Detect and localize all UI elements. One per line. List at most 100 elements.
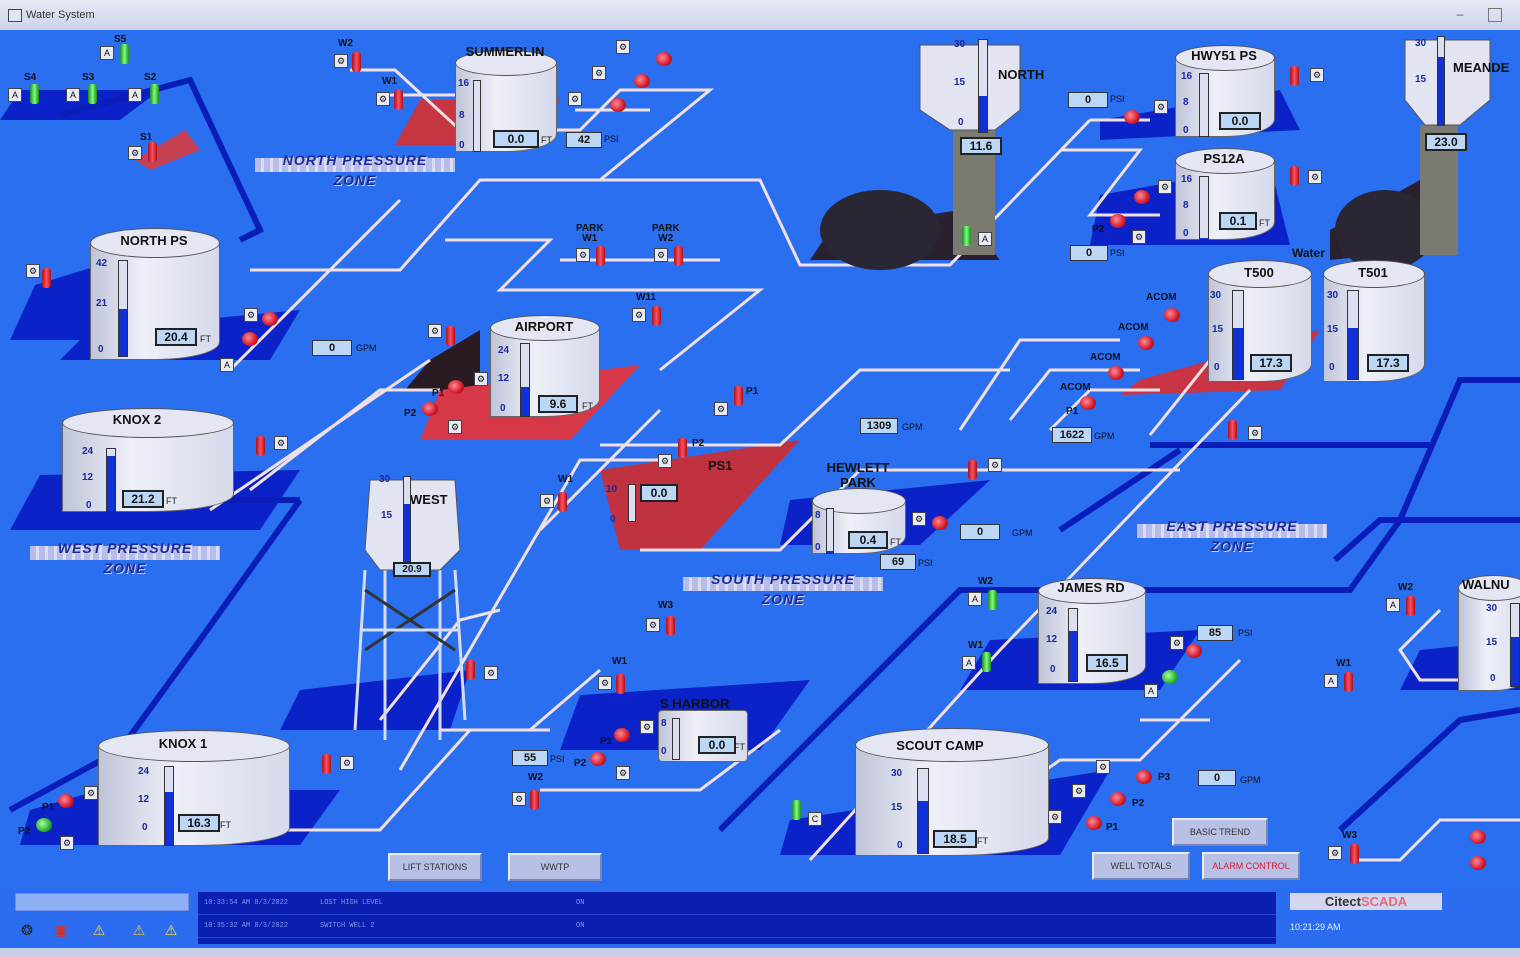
warning-icon[interactable]: ⚠	[92, 922, 106, 938]
summerlin-pump-3-icon[interactable]	[656, 52, 672, 66]
gear-control[interactable]: ⚙	[244, 308, 258, 322]
acom-pump-1-icon[interactable]	[1080, 396, 1096, 410]
gear-control[interactable]: ⚙	[1072, 784, 1086, 798]
s-harbor-pump-2-icon[interactable]	[590, 752, 606, 766]
james-rd-w1-valve-icon[interactable]	[982, 652, 991, 672]
scout-camp-valve-icon[interactable]	[792, 800, 801, 820]
scout-camp-pump-2-icon[interactable]	[1110, 792, 1126, 806]
ps1-p1-icon[interactable]	[734, 386, 743, 406]
summerlin-pump-2-icon[interactable]	[634, 74, 650, 88]
auto-mode-toggle[interactable]: A	[66, 88, 80, 102]
north-ps-pump-2-icon[interactable]	[242, 332, 258, 346]
airport-well-valve-icon[interactable]	[446, 326, 455, 346]
auto-mode-toggle[interactable]: A	[978, 232, 992, 246]
alarm-row[interactable]: 10:33:54 AM 8/3/2022 LOST HIGH LEVEL ON	[198, 892, 1276, 915]
knox1-pump-2-icon[interactable]	[36, 818, 52, 832]
gear-control[interactable]: ⚙	[616, 40, 630, 54]
knox2-valve-icon[interactable]	[256, 436, 265, 456]
knox1-pump-1-icon[interactable]	[58, 794, 74, 808]
minimize-button[interactable]: –	[1456, 7, 1464, 21]
w11-valve-icon[interactable]	[652, 306, 661, 326]
s-harbor-pump-1-icon[interactable]	[614, 728, 630, 742]
auto-mode-toggle[interactable]: A	[100, 46, 114, 60]
gear-control[interactable]: ⚙	[988, 458, 1002, 472]
gear-control[interactable]: ⚙	[428, 324, 442, 338]
auto-mode-toggle[interactable]: A	[220, 358, 234, 372]
alarm-icon[interactable]: ⚠	[164, 922, 178, 938]
well-s5-valve-icon[interactable]	[120, 44, 129, 64]
gear-control[interactable]: ⚙	[1328, 846, 1342, 860]
well-totals-button[interactable]: WELL TOTALS	[1092, 852, 1190, 880]
auto-mode-toggle[interactable]: A	[1324, 674, 1338, 688]
gear-control[interactable]: ⚙	[598, 676, 612, 690]
acom-pump-3-icon[interactable]	[1138, 336, 1154, 350]
ps1-p2-icon[interactable]	[678, 438, 687, 458]
alarm-row[interactable]: 10:35:32 AM 8/3/2022 SWITCH WELL 2 ON	[198, 915, 1276, 938]
james-rd-pump-2-icon[interactable]	[1162, 670, 1178, 684]
gear-control[interactable]: ⚙	[616, 766, 630, 780]
gear-control[interactable]: ⚙	[1310, 68, 1324, 82]
north-ps-well-valve-icon[interactable]	[42, 268, 51, 288]
gear-control[interactable]: ⚙	[484, 666, 498, 680]
gear-control[interactable]: ⚙	[474, 372, 488, 386]
airport-pump-2-icon[interactable]	[422, 402, 438, 416]
airport-pump-1-icon[interactable]	[448, 380, 464, 394]
gear-control[interactable]: ⚙	[1308, 170, 1322, 184]
auto-mode-toggle[interactable]: A	[968, 592, 982, 606]
well-s2-valve-icon[interactable]	[150, 84, 159, 104]
hewlett-valve-icon[interactable]	[968, 460, 977, 480]
scout-camp-pump-1-icon[interactable]	[1086, 816, 1102, 830]
gear-control[interactable]: ⚙	[654, 248, 668, 262]
acom-pump-2-icon[interactable]	[1108, 366, 1124, 380]
lift-stations-button[interactable]: LIFT STATIONS	[388, 853, 482, 881]
main-line-valve-icon[interactable]	[1228, 420, 1237, 440]
gear-control[interactable]: ⚙	[1096, 760, 1110, 774]
gear-control[interactable]: ⚙	[448, 420, 462, 434]
summerlin-w2-valve-icon[interactable]	[352, 52, 361, 72]
acom-pump-4-icon[interactable]	[1164, 308, 1180, 322]
gear-control[interactable]: ⚙	[576, 248, 590, 262]
well-s4-valve-icon[interactable]	[30, 84, 39, 104]
alarm-control-button[interactable]: ALARM CONTROL	[1202, 852, 1300, 880]
help-icon[interactable]: ❂	[21, 922, 33, 938]
gear-control[interactable]: ⚙	[540, 494, 554, 508]
maximize-button[interactable]	[1488, 8, 1502, 22]
gear-control[interactable]: ⚙	[646, 618, 660, 632]
summerlin-pump-1-icon[interactable]	[610, 98, 626, 112]
gear-control[interactable]: ⚙	[568, 92, 582, 106]
wwtp-button[interactable]: WWTP	[508, 853, 602, 881]
pump-icon[interactable]	[1470, 830, 1486, 844]
gear-control[interactable]: ⚙	[640, 720, 654, 734]
auto-mode-toggle[interactable]: A	[1386, 598, 1400, 612]
gear-control[interactable]: ⚙	[1048, 810, 1062, 824]
gear-control[interactable]: ⚙	[1158, 180, 1172, 194]
w3-valve-icon[interactable]	[1350, 844, 1359, 864]
auto-mode-toggle[interactable]: A	[1144, 684, 1158, 698]
auto-mode-toggle[interactable]: A	[128, 88, 142, 102]
ps1-w1-valve-icon[interactable]	[558, 492, 567, 512]
basic-trend-button[interactable]: BASIC TREND	[1172, 818, 1268, 846]
well-s3-valve-icon[interactable]	[88, 84, 97, 104]
summerlin-w1-valve-icon[interactable]	[394, 90, 403, 110]
gear-control[interactable]: ⚙	[376, 92, 390, 106]
gear-control[interactable]: ⚙	[912, 512, 926, 526]
gear-control[interactable]: ⚙	[714, 402, 728, 416]
ps12a-pump-2-icon[interactable]	[1110, 214, 1126, 228]
west-tower-valve-icon[interactable]	[466, 660, 475, 680]
walnut-w2-valve-icon[interactable]	[1406, 596, 1415, 616]
gear-control[interactable]: ⚙	[658, 454, 672, 468]
gear-control[interactable]: ⚙	[128, 146, 142, 160]
james-rd-w2-valve-icon[interactable]	[988, 590, 997, 610]
james-rd-pump-1-icon[interactable]	[1186, 644, 1202, 658]
ps12a-pump-1-icon[interactable]	[1134, 190, 1150, 204]
gear-control[interactable]: ⚙	[592, 66, 606, 80]
gear-control[interactable]: ⚙	[84, 786, 98, 800]
hwy51-valve-icon[interactable]	[1290, 66, 1299, 86]
s-harbor-w3-valve-icon[interactable]	[666, 616, 675, 636]
pump-icon[interactable]	[1470, 856, 1486, 870]
gear-control[interactable]: ⚙	[340, 756, 354, 770]
ps12a-valve-icon[interactable]	[1290, 166, 1299, 186]
gear-control[interactable]: ⚙	[60, 836, 74, 850]
gear-control[interactable]: ⚙	[1132, 230, 1146, 244]
hwy51-pump-icon[interactable]	[1124, 110, 1140, 124]
